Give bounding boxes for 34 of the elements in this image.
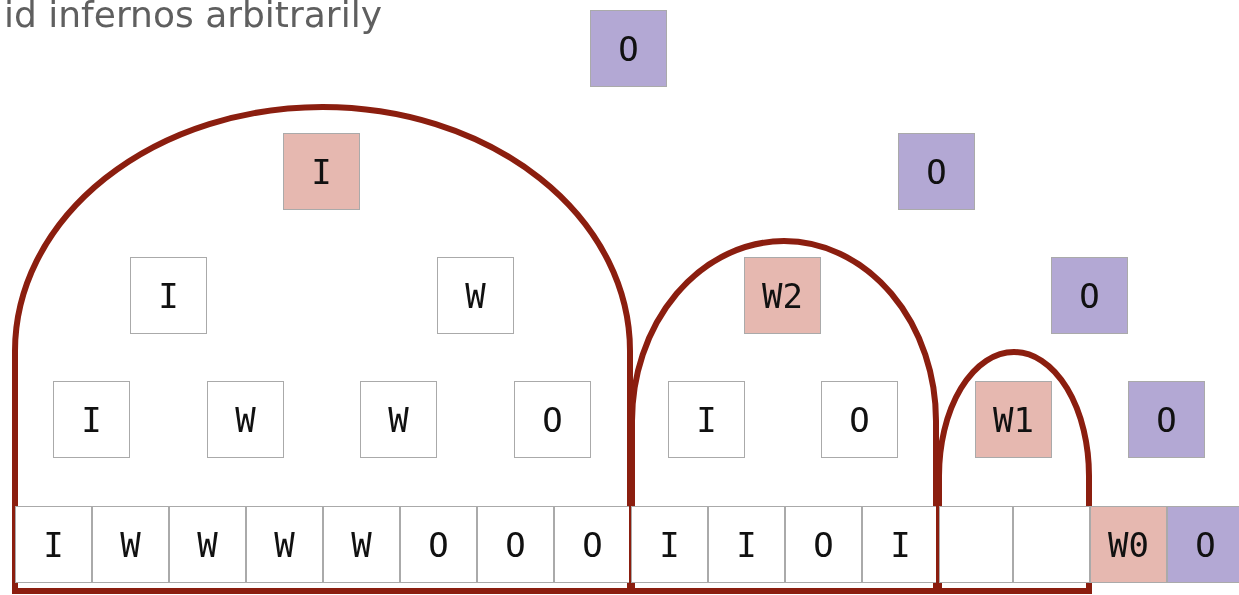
arch-outline [629,238,939,594]
letter-tile: O [898,133,975,210]
letter-tile: O [514,381,591,458]
letter-tile: I [631,506,708,583]
letter-tile: O [400,506,477,583]
arch-outline [936,349,1092,594]
letter-tile: I [708,506,785,583]
letter-tile: I [862,506,939,583]
letter-tile: W [246,506,323,583]
letter-tile: I [283,133,360,210]
heading-text: id infernos arbitrarily [4,0,382,35]
letter-tile: W [207,381,284,458]
letter-tile: O [477,506,554,583]
letter-tile: I [668,381,745,458]
letter-tile: O [554,506,631,583]
letter-tile: O [785,506,862,583]
letter-tile: W [169,506,246,583]
letter-tile: I [130,257,207,334]
letter-tile: O [821,381,898,458]
empty-tile [939,506,1013,583]
letter-tile: O [590,10,667,87]
letter-tile: O [1167,506,1239,583]
letter-tile: W1 [975,381,1052,458]
arch-outline [12,104,633,594]
letter-tile: W [92,506,169,583]
letter-tile: I [15,506,92,583]
letter-tile: W [437,257,514,334]
letter-tile: W0 [1090,506,1167,583]
letter-tile: W [360,381,437,458]
letter-tile: W2 [744,257,821,334]
letter-tile: O [1051,257,1128,334]
letter-tile: O [1128,381,1205,458]
letter-tile: I [53,381,130,458]
letter-tile: W [323,506,400,583]
